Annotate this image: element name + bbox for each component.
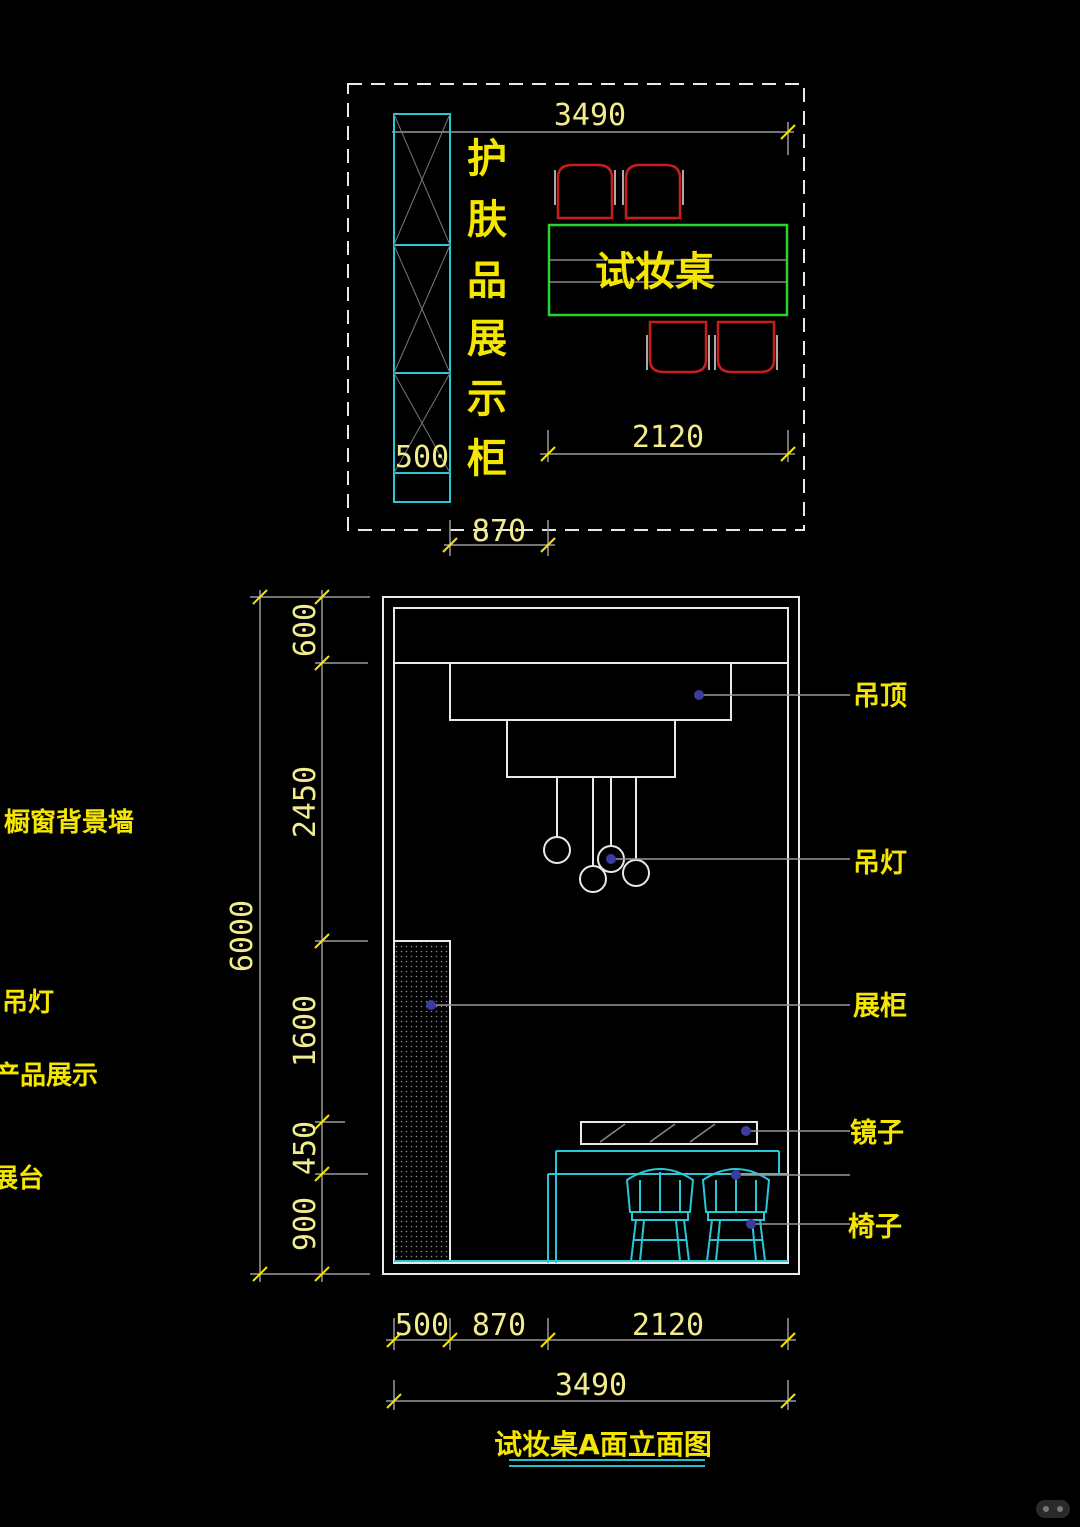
dim-tick-icon: [540, 537, 556, 553]
elevation-inner-frame: [393, 607, 789, 1264]
dim-tick-icon: [386, 1393, 402, 1409]
dim-tick-icon: [442, 1332, 458, 1348]
plan-dim-total-text: 3490: [554, 98, 626, 133]
plan-view: 3490 500 护 肤 品 展 示 柜: [347, 83, 805, 556]
leader-dot-icon: [694, 690, 704, 700]
cabinet-label-char-5: 示: [467, 376, 507, 422]
dim-tick-icon: [252, 589, 268, 605]
cabinet-label-char-3: 品: [467, 258, 507, 304]
plan-dim-cabinet-text: 500: [395, 440, 449, 475]
chair-icon: [714, 320, 778, 374]
leader-dot-icon: [426, 1000, 436, 1010]
drawing-title-text: 试妆桌A面立面图: [494, 1428, 712, 1461]
elevation-dim-width: 500 870 2120 3490: [386, 1308, 796, 1410]
dim-tick-icon: [314, 589, 330, 605]
plan-desk: 试妆桌: [547, 223, 789, 317]
elevation-ceiling: [449, 662, 732, 778]
dim-tick-icon: [442, 537, 458, 553]
plan-desk-label: 试妆桌: [595, 249, 715, 295]
dim-height-900: 900: [288, 1197, 323, 1251]
elevation-desk: [394, 1150, 788, 1263]
elevation-callouts: 吊顶 吊灯 展柜 镜子 椅子: [848, 681, 907, 1243]
chair-icon: [646, 320, 710, 374]
leader-dot-icon: [731, 1170, 741, 1180]
dim-total-height-text: 6000: [225, 900, 260, 972]
plan-cabinet: 500: [393, 113, 451, 503]
callout-pendant: 吊灯: [853, 848, 907, 879]
elevation-chairs: [625, 1168, 771, 1262]
plan-dim-aisle: 870: [442, 514, 556, 556]
elevation-outer-frame: [382, 596, 800, 1275]
dim-tick-icon: [780, 1393, 796, 1409]
left-label-stand: 展台: [0, 1163, 44, 1194]
chair-icon: [554, 163, 616, 220]
dim-tick-icon: [780, 124, 796, 140]
leader-dot-icon: [606, 854, 616, 864]
cabinet-label-char-4: 展: [467, 316, 507, 362]
elevation-dim-height: 6000 600 2450 1600 450 900: [225, 589, 370, 1282]
leader-dot-icon: [741, 1126, 751, 1136]
callout-chair: 椅子: [848, 1212, 902, 1243]
plan-cabinet-label: 护 肤 品 展 示 柜: [467, 136, 507, 482]
chair-icon: [701, 1168, 771, 1262]
cabinet-label-char-6: 柜: [467, 436, 507, 482]
cabinet-label-char-1: 护: [467, 136, 507, 182]
dim-tick-icon: [386, 1332, 402, 1348]
cabinet-label-char-2: 肤: [467, 197, 507, 243]
callout-mirror: 镜子: [850, 1118, 904, 1149]
dim-tick-icon: [314, 1166, 330, 1182]
elevation-cabinet: [393, 940, 451, 1264]
dim-total-width-text: 3490: [555, 1368, 627, 1403]
plan-boundary: [347, 83, 805, 531]
left-label-pendant: 吊灯: [2, 988, 54, 1018]
left-label-window-wall: 橱窗背景墙: [4, 807, 134, 838]
plan-dim-table-text: 2120: [632, 420, 704, 455]
elevation-mirror: [580, 1121, 758, 1145]
dim-height-2450: 2450: [288, 766, 323, 838]
plan-chairs-bottom: [646, 320, 778, 374]
callout-ceiling: 吊顶: [853, 681, 907, 712]
plan-dim-total: 3490: [392, 98, 796, 155]
leader-dot-icon: [746, 1219, 756, 1229]
dim-width-500: 500: [395, 1308, 449, 1343]
elevation-view: 吊顶 吊灯 展柜 镜子 椅子 6000 600 2450: [0, 589, 1070, 1518]
left-label-product-display: 产品展示: [0, 1061, 98, 1091]
dim-width-2120: 2120: [632, 1308, 704, 1343]
drawing-title: 试妆桌A面立面图: [494, 1428, 712, 1467]
dim-tick-icon: [540, 446, 556, 462]
dim-tick-icon: [540, 1332, 556, 1348]
callout-cabinet: 展柜: [853, 991, 907, 1022]
dim-tick-icon: [314, 1266, 330, 1282]
dim-tick-icon: [314, 1114, 330, 1130]
plan-dim-table: 2120: [540, 420, 796, 462]
pendant-lamp-icon: [543, 777, 650, 893]
dim-tick-icon: [314, 655, 330, 671]
dim-height-600: 600: [288, 603, 323, 657]
dim-tick-icon: [780, 1332, 796, 1348]
plan-chairs-top: [554, 163, 684, 220]
plan-dim-aisle-text: 870: [472, 514, 526, 549]
chair-icon: [625, 1168, 695, 1262]
left-labels: 橱窗背景墙 吊灯 产品展示 展台: [0, 807, 134, 1194]
dim-tick-icon: [314, 933, 330, 949]
dim-height-450: 450: [288, 1121, 323, 1175]
watermark-icon: [1036, 1500, 1070, 1518]
dim-width-870: 870: [472, 1308, 526, 1343]
dim-tick-icon: [252, 1266, 268, 1282]
elevation-leaders: [426, 690, 850, 1229]
dim-height-1600: 1600: [288, 995, 323, 1067]
dim-tick-icon: [780, 446, 796, 462]
chair-icon: [622, 163, 684, 220]
